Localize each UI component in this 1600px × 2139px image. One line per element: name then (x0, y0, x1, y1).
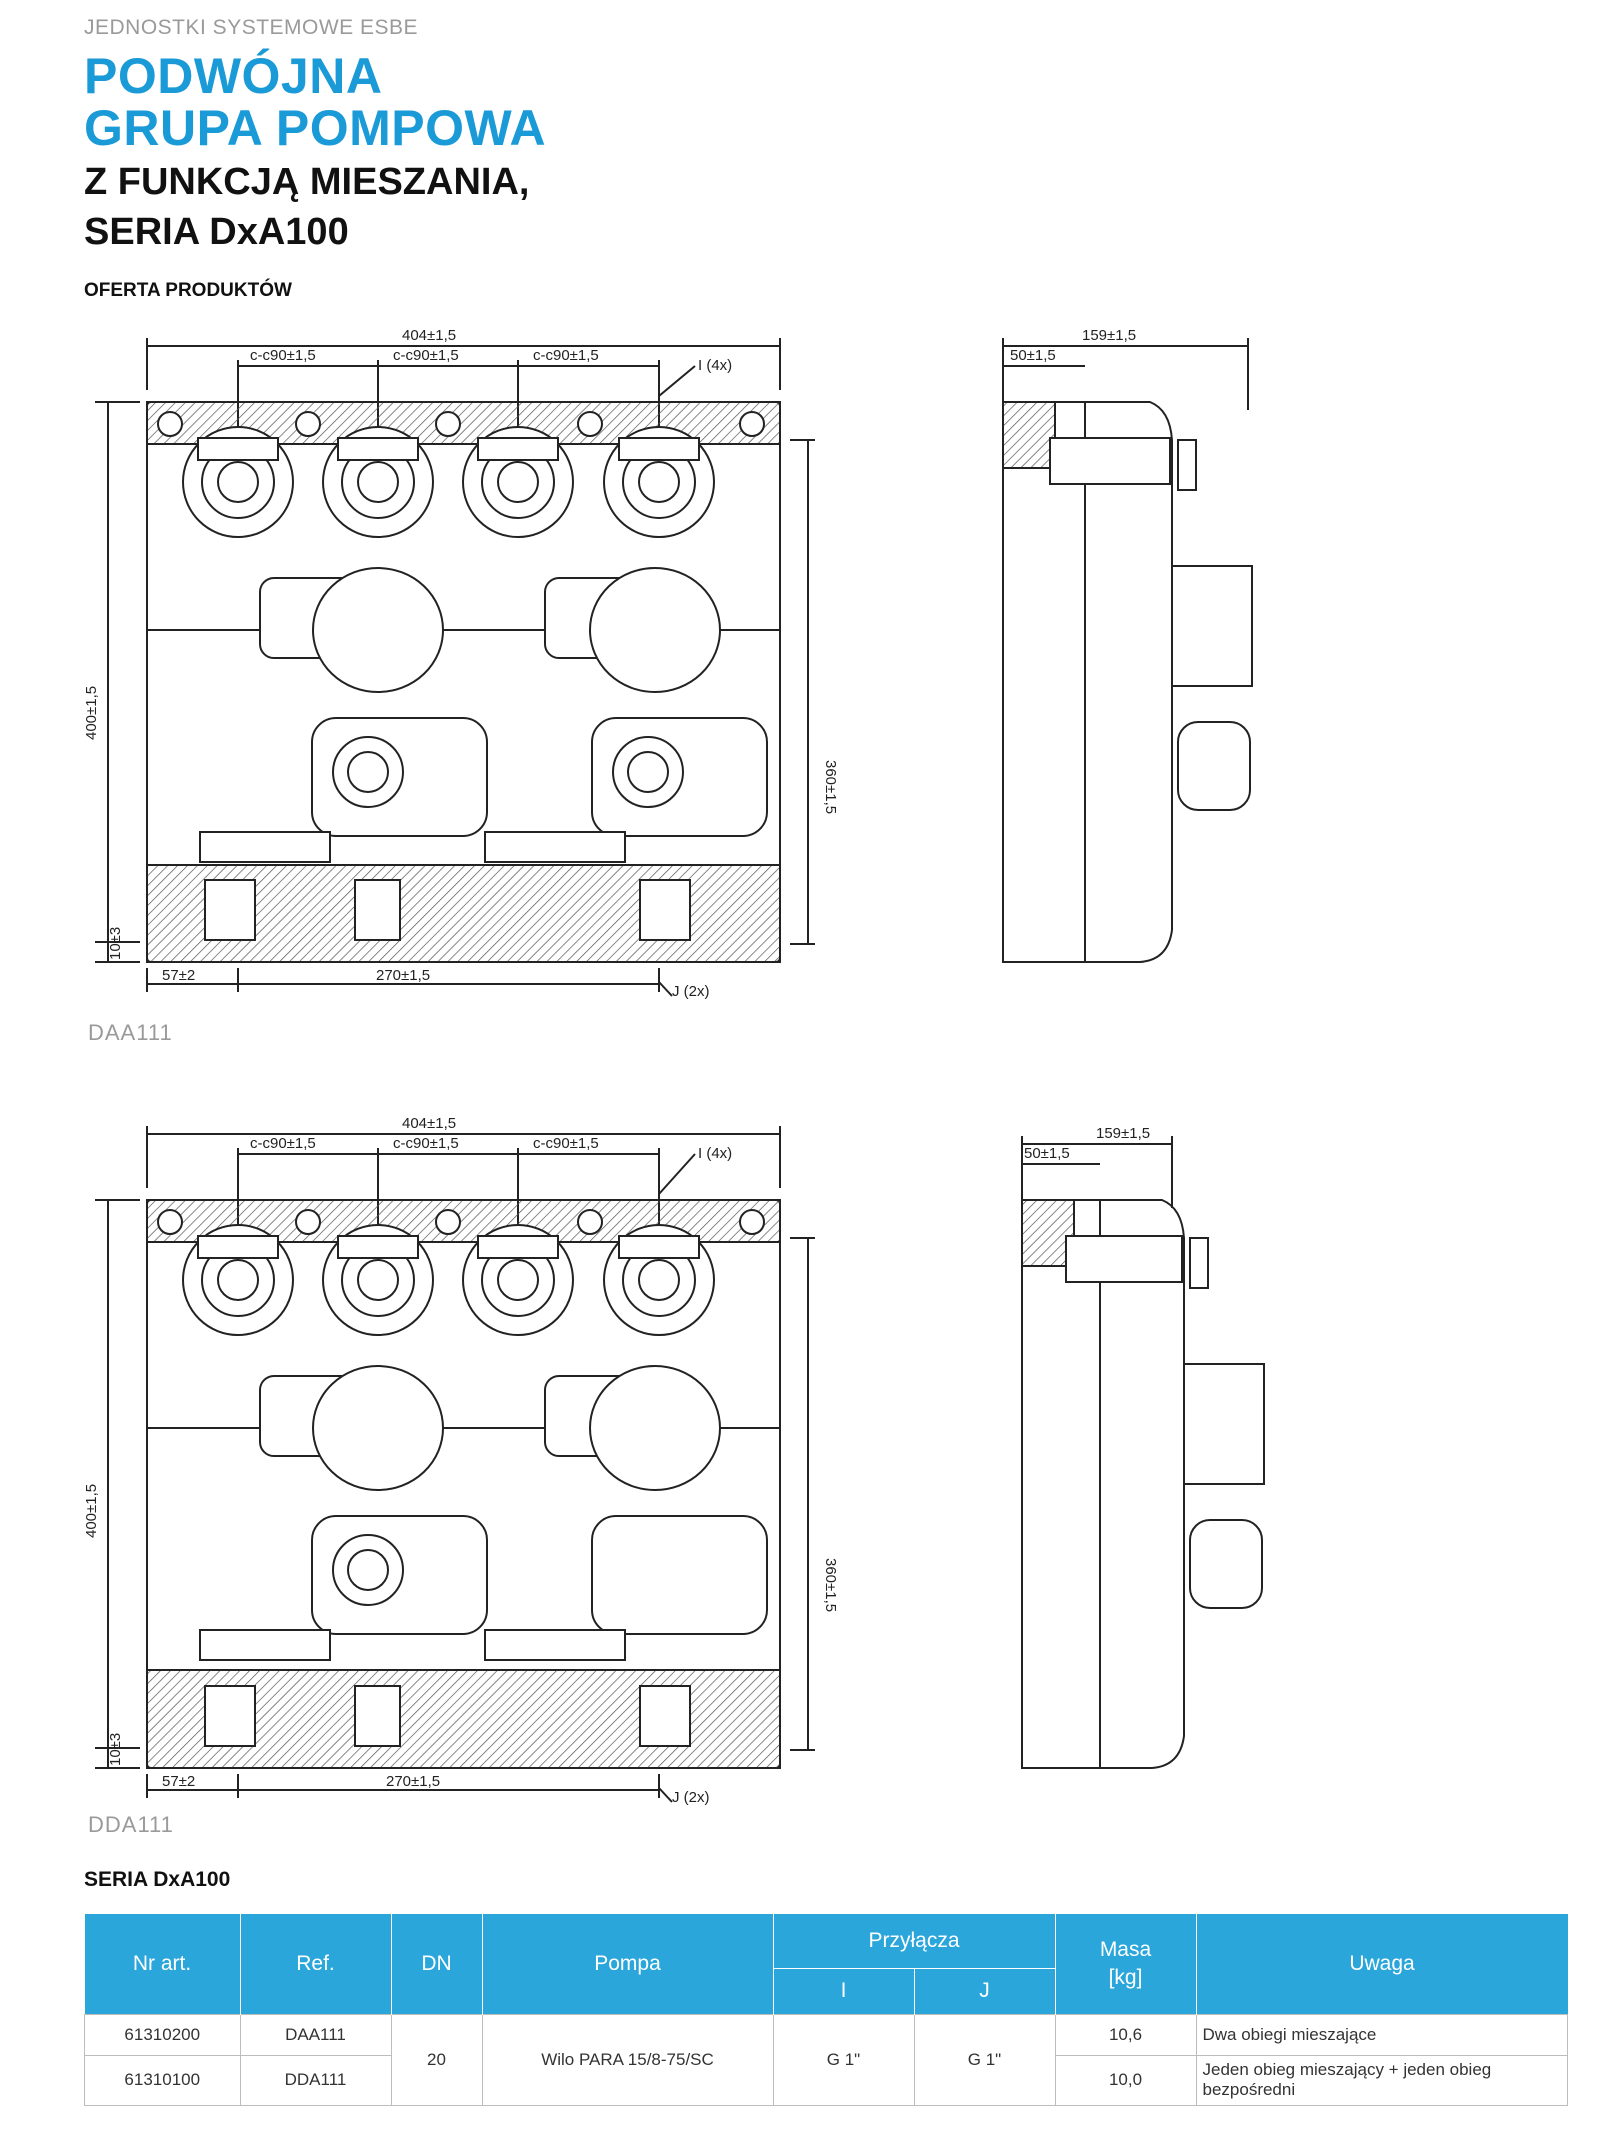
dim-left-offset-label: 57±2 (162, 967, 195, 984)
dim-width-label: 404±1,5 (402, 1115, 456, 1132)
header-conn-i: I (773, 1968, 915, 2014)
header-ref: Ref. (240, 1914, 392, 2014)
cell-dn: 20 (390, 2013, 483, 2106)
kicker-text: JEDNOSTKI SYSTEMOWE ESBE (84, 16, 419, 39)
dim-height-label: 400±1,5 (83, 1484, 100, 1538)
dim-conn-bottom-label: J (2x) (672, 983, 710, 1000)
section-heading: OFERTA PRODUKTÓW (84, 280, 292, 301)
cell-nr: 61310200 (84, 2013, 241, 2056)
table-title: SERIA DxA100 (84, 1868, 231, 1891)
dim-cc2-label: c-c90±1,5 (393, 1135, 459, 1152)
cell-note: Jeden obieg mieszający + jeden obieg bez… (1195, 2054, 1568, 2106)
dim-bottom-offset-label: 10±3 (107, 1733, 124, 1766)
header-connections: Przyłącza (773, 1914, 1056, 1969)
table-row: 61310100 DDA111 10,0 Jeden obieg mieszaj… (84, 2054, 1568, 2106)
dim-bottom-offset-label: 10±3 (107, 927, 124, 960)
dim-height-label: 400±1,5 (83, 686, 100, 740)
title-line-2: GRUPA POMPOWA (84, 100, 547, 156)
dim-conn-top-label: I (4x) (698, 1145, 732, 1162)
dim-conn-bottom-label: J (2x) (672, 1789, 710, 1806)
dim-inner-height-label: 360±1,5 (822, 760, 839, 814)
cell-conn-i: G 1" (772, 2013, 915, 2106)
header-mass: Masa [kg] (1055, 1914, 1197, 2014)
header-pump: Pompa (482, 1914, 774, 2014)
dim-inner-height-label: 360±1,5 (822, 1558, 839, 1612)
cell-conn-j: G 1" (913, 2013, 1056, 2106)
header-mass-label: Masa (1099, 1937, 1152, 1961)
subtitle-line-1: Z FUNKCJĄ MIESZANIA, (84, 161, 530, 203)
drawing-caption: DAA111 (88, 1020, 173, 1045)
dim-cc1-label: c-c90±1,5 (250, 1135, 316, 1152)
cell-mass: 10,0 (1054, 2054, 1197, 2106)
dim-bottom-span-label: 270±1,5 (376, 967, 430, 984)
dim-conn-top-label: I (4x) (698, 357, 732, 374)
header-dn: DN (391, 1914, 483, 2014)
title-line-1: PODWÓJNA (84, 48, 383, 104)
dim-width-label: 404±1,5 (402, 327, 456, 344)
cell-ref: DAA111 (239, 2013, 392, 2056)
drawing-caption: DDA111 (88, 1812, 174, 1837)
product-table: Nr art. Ref. DN Pompa Przyłącza Masa [kg… (84, 1914, 1568, 2106)
dim-side-top-label: 50±1,5 (1024, 1145, 1070, 1162)
cell-pump: Wilo PARA 15/8-75/SC (481, 2013, 774, 2106)
dim-cc3-label: c-c90±1,5 (533, 1135, 599, 1152)
table-row: 61310200 DAA111 20 Wilo PARA 15/8-75/SC … (84, 2013, 1568, 2106)
dim-cc1-label: c-c90±1,5 (250, 347, 316, 364)
cell-mass: 10,6 (1054, 2013, 1197, 2056)
drawing-daa111: 404±1,5 c-c90±1,5 c-c90±1,5 c-c90±1,5 I … (83, 327, 1253, 1000)
drawing-dda111: 404±1,5 c-c90±1,5 c-c90±1,5 c-c90±1,5 I … (83, 1115, 1265, 1806)
header-note: Uwaga (1196, 1914, 1568, 2014)
header-nr: Nr art. (84, 1914, 241, 2014)
subtitle-line-2: SERIA DxA100 (84, 211, 349, 253)
header-mass-unit: [kg] (1108, 1965, 1143, 1989)
dim-cc3-label: c-c90±1,5 (533, 347, 599, 364)
header-conn-j: J (914, 1968, 1056, 2014)
dim-side-depth-label: 159±1,5 (1082, 327, 1136, 344)
cell-note: Dwa obiegi mieszające (1195, 2013, 1568, 2056)
dim-side-depth-label: 159±1,5 (1096, 1125, 1150, 1142)
cell-nr: 61310100 (84, 2054, 241, 2106)
cell-ref: DDA111 (239, 2054, 392, 2106)
dim-side-top-label: 50±1,5 (1010, 347, 1056, 364)
dim-left-offset-label: 57±2 (162, 1773, 195, 1790)
dim-cc2-label: c-c90±1,5 (393, 347, 459, 364)
dim-bottom-span-label: 270±1,5 (386, 1773, 440, 1790)
